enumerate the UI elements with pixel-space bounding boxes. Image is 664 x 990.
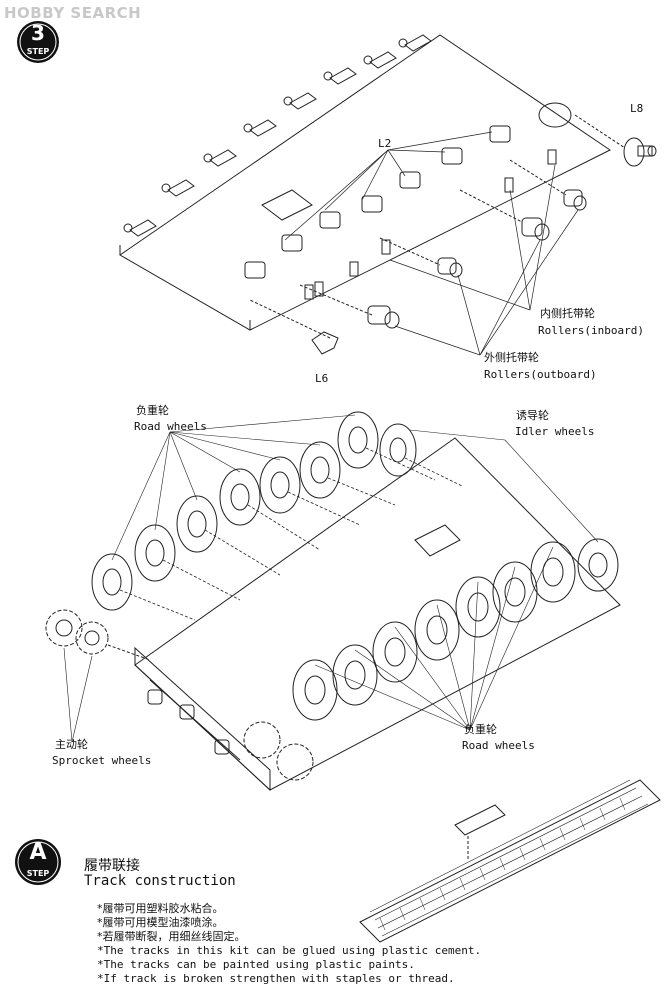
idler-wheels-cn: 诱导轮	[516, 409, 549, 422]
track-construction-drawing	[359, 779, 661, 943]
note-line: *The tracks can be painted using plastic…	[97, 958, 415, 971]
sprocket-wheels	[45, 609, 314, 781]
road-wheels-top-cn: 负重轮	[136, 404, 169, 417]
note-line: *若履带断裂，用细丝线固定。	[97, 930, 246, 943]
lower-hull-diagram	[45, 411, 621, 792]
note-line: *If track is broken strengthen with stap…	[97, 972, 455, 985]
road-wheels-top-en: Road wheels	[134, 420, 207, 433]
part-l6-label: L6	[315, 372, 329, 385]
part-l8-label: L8	[630, 102, 644, 115]
step-a-badge: A STEP	[14, 838, 61, 885]
step-a-caption: STEP	[26, 869, 50, 878]
rollers-inboard-en: Rollers(inboard)	[538, 324, 644, 337]
rollers-outboard-cn: 外侧托带轮	[484, 351, 539, 364]
note-line: *履带可用塑料胶水粘合。	[97, 902, 224, 915]
part-l2-label: L2	[378, 137, 392, 150]
step-3-badge: 3 STEP	[16, 20, 60, 64]
inboard-rollers	[304, 149, 557, 300]
rollers-outboard-en: Rollers(outboard)	[484, 368, 597, 381]
note-line: *The tracks in this kit can be glued usi…	[97, 944, 482, 957]
far-road-wheels	[91, 411, 417, 611]
idler-wheels-en: Idler wheels	[515, 425, 595, 438]
track-notes: *履带可用塑料胶水粘合。 *履带可用模型油漆喷涂。 *若履带断裂，用细丝线固定。…	[97, 902, 481, 986]
step-3-caption: STEP	[26, 47, 50, 56]
step-3-number: 3	[31, 21, 45, 45]
hull-rear-details	[147, 679, 241, 761]
roller-brackets	[244, 125, 511, 279]
part-l8-drawing	[574, 114, 657, 167]
upper-hull-diagram	[119, 34, 657, 356]
note-line: *履带可用模型油漆喷涂。	[97, 916, 224, 929]
sprocket-wheels-en: Sprocket wheels	[52, 754, 152, 767]
step-a-letter: A	[29, 840, 47, 865]
road-wheels-bottom-cn: 负重轮	[464, 723, 497, 736]
part-l6-drawing	[249, 299, 339, 355]
sprocket-wheels-cn: 主动轮	[55, 738, 88, 751]
near-road-wheels	[292, 538, 619, 721]
upper-suspension-arms	[123, 34, 432, 237]
track-title-cn: 履带联接	[84, 858, 140, 874]
watermark-logo: HOBBY SEARCH	[4, 4, 142, 22]
track-title-en: Track construction	[84, 873, 236, 889]
rollers-inboard-cn: 内侧托带轮	[540, 307, 595, 320]
road-wheels-bottom-en: Road wheels	[462, 739, 535, 752]
